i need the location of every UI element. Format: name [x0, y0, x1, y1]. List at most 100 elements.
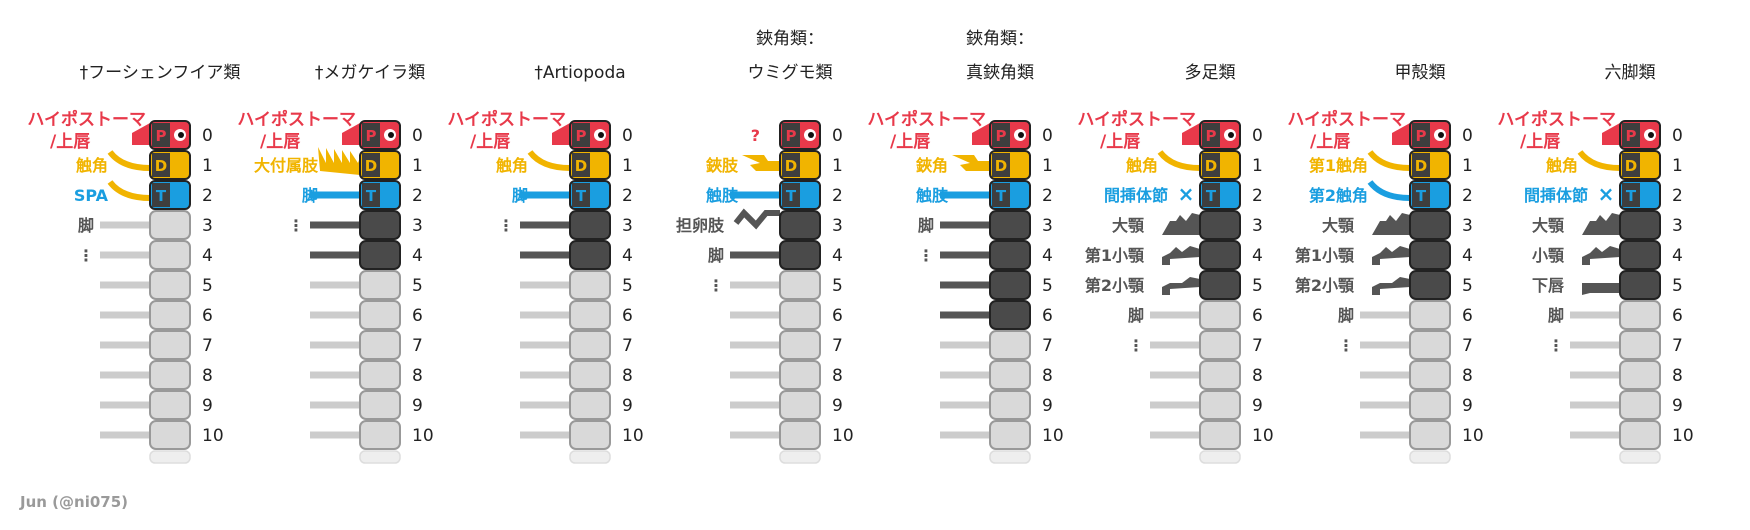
leg-appendage [310, 311, 360, 319]
leg-appendage [730, 311, 780, 319]
trunk-segment [989, 270, 1031, 300]
segment-letter: P [156, 127, 167, 145]
leg-appendage [520, 431, 570, 439]
trunk-segment [1619, 330, 1661, 360]
segment-letter: D [995, 157, 1007, 175]
antenna-appendage [1157, 150, 1201, 171]
appendage-label: 間挿体節 [1524, 186, 1588, 205]
segment-letter: T [1416, 187, 1427, 205]
appendage-label: 大顎 [1112, 216, 1145, 235]
oviger-appendage [733, 208, 780, 230]
column-title: †Artiopoda [534, 63, 625, 83]
leg-appendage [1570, 431, 1620, 439]
trunk-segment-fade [149, 450, 191, 464]
maxilla-appendage [1372, 277, 1410, 295]
leg-appendage [1360, 371, 1410, 379]
appendage-label: ハイポストーマ [1077, 109, 1196, 130]
appendage-label: 触角 [495, 156, 528, 175]
segment-letter: D [1205, 157, 1217, 175]
appendage-label: ⋮ [1338, 336, 1354, 355]
segment-number: 10 [412, 426, 434, 446]
appendage-label: 脚 [78, 216, 94, 235]
appendage-label: 脚 [918, 216, 934, 235]
trunk-segment [1619, 240, 1661, 270]
segment-shade [1412, 123, 1430, 147]
trunk-segment [149, 240, 191, 270]
antenna-appendage [107, 150, 151, 171]
hypostome-shape [1392, 123, 1410, 145]
appendage-label: 下唇 [1532, 276, 1564, 295]
trunk-segment [1199, 390, 1241, 420]
leg-appendage [310, 401, 360, 409]
segment-number: 8 [412, 366, 423, 386]
segment-number: 1 [1672, 156, 1683, 176]
segment-number: 0 [1042, 126, 1053, 146]
hypostome-shape [342, 123, 360, 145]
eye-pupil [1018, 132, 1024, 138]
segment-number: 3 [1252, 216, 1263, 236]
appendage-label: ? [751, 126, 760, 145]
segment-number: 1 [1042, 156, 1053, 176]
segment-number: 9 [1252, 396, 1263, 416]
segment-letter: T [786, 187, 797, 205]
antenna-appendage [107, 180, 151, 201]
intercalary-mark: × [1178, 182, 1195, 206]
trunk-segment [149, 330, 191, 360]
segment-number: 8 [202, 366, 213, 386]
trunk-segment [359, 420, 401, 450]
trunk-segment [359, 210, 401, 240]
segment-shade [572, 183, 590, 207]
leg-appendage [730, 371, 780, 379]
appendage-label: 小顎 [1532, 246, 1565, 265]
antenna-appendage [527, 150, 571, 171]
trunk-segment [1409, 240, 1451, 270]
segment-number: 3 [832, 216, 843, 236]
segment-letter: T [1206, 187, 1217, 205]
leg-appendage [520, 371, 570, 379]
leg-appendage [520, 311, 570, 319]
appendage-label: 触角 [75, 156, 108, 175]
leg-appendage [1150, 311, 1200, 319]
appendage-label: 触角 [1545, 156, 1578, 175]
maxilla-appendage [1162, 277, 1200, 295]
trunk-segment [1409, 360, 1451, 390]
eye-pupil [598, 132, 604, 138]
labium-appendage [1582, 283, 1620, 295]
segment-number: 4 [202, 246, 213, 266]
segment-number: 9 [622, 396, 633, 416]
hypostome-shape [1182, 123, 1200, 145]
appendage-label: 第1小顎 [1295, 246, 1355, 265]
segment-letter: T [576, 187, 587, 205]
segment-number: 4 [1672, 246, 1683, 266]
trunk-segment [359, 330, 401, 360]
appendage-label: 触肢 [705, 186, 739, 205]
segment-number: 4 [1252, 246, 1263, 266]
appendage-label: SPA [74, 186, 109, 205]
chelicera-appendage [952, 155, 990, 171]
hypostome-shape [132, 123, 150, 145]
segment-number: 9 [832, 396, 843, 416]
leg-appendage [1150, 341, 1200, 349]
appendage-label: ハイポストーマ [867, 109, 986, 130]
appendage-label: 担卵肢 [676, 216, 725, 235]
column-title: 鋏角類： [966, 29, 1034, 49]
appendage-label-line2: /上唇 [470, 132, 511, 152]
segment-letter: P [576, 127, 587, 145]
mandible-appendage [1582, 213, 1620, 235]
segment-number: 1 [202, 156, 213, 176]
segment-shade [1622, 153, 1640, 177]
trunk-segment [149, 390, 191, 420]
leg-appendage [1360, 431, 1410, 439]
segment-number: 7 [412, 336, 423, 356]
leg-appendage [100, 431, 150, 439]
trunk-segment [1409, 300, 1451, 330]
segment-letter: P [786, 127, 797, 145]
leg-appendage [520, 191, 570, 199]
appendage-label: 第2小顎 [1085, 276, 1145, 295]
segment-number: 4 [1042, 246, 1053, 266]
appendage-label: 大顎 [1532, 216, 1565, 235]
trunk-segment-fade [359, 450, 401, 464]
